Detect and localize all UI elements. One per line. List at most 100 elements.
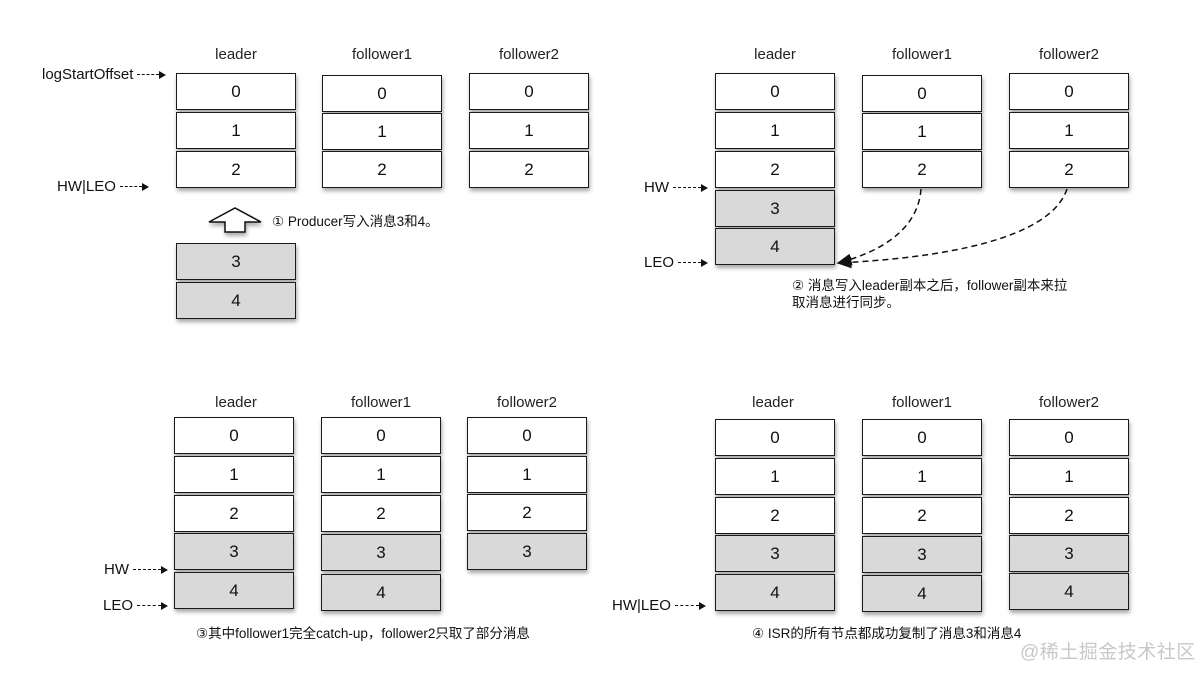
marker-label: HW|LEO <box>612 597 671 614</box>
follower1-cell: 2 <box>321 495 441 532</box>
dashed-line <box>137 605 162 606</box>
dashed-line <box>137 74 160 75</box>
leader-cell: 2 <box>176 151 296 188</box>
follower2-cell: 0 <box>467 417 587 454</box>
leader-cell: 4 <box>715 228 835 265</box>
follower1-cell: 2 <box>322 151 442 188</box>
column-label-follower2: follower2 <box>1038 394 1100 411</box>
follower2-cell: 2 <box>469 151 589 188</box>
arrow-right-icon <box>701 183 708 192</box>
follower1-cell: 4 <box>862 575 982 612</box>
follower1-cell: 4 <box>321 574 441 611</box>
column-label-follower1: follower1 <box>891 394 953 411</box>
marker-label: LEO <box>103 597 134 614</box>
pending-message-cell: 4 <box>176 282 296 319</box>
dashed-line <box>133 569 161 570</box>
follower2-cell: 1 <box>1009 458 1129 495</box>
follower1-cell: 1 <box>321 456 441 493</box>
arrow-right-icon <box>161 565 168 574</box>
dashed-line <box>119 186 142 187</box>
fetch-arrow-follower1 <box>836 188 922 266</box>
column-label-follower1: follower1 <box>351 46 413 63</box>
caption-step2: ② 消息写入leader副本之后，follower副本来拉 取消息进行同步。 <box>792 277 1067 311</box>
follower1-cell: 2 <box>862 151 982 188</box>
leader-cell: 0 <box>715 419 835 456</box>
leader-cell: 4 <box>715 574 835 611</box>
follower1-cell: 2 <box>862 497 982 534</box>
column-label-follower1: follower1 <box>891 46 953 63</box>
follower1-cell: 0 <box>862 419 982 456</box>
log-start-offset-marker: logStartOffset <box>42 66 167 83</box>
produce-up-arrow-icon <box>208 207 262 233</box>
leader-cell: 2 <box>715 151 835 188</box>
arrow-right-icon <box>141 182 149 191</box>
hw-marker: HW <box>644 179 708 196</box>
arrow-right-icon <box>159 70 167 79</box>
caption-step3: ③其中follower1完全catch-up，follower2只取了部分消息 <box>196 626 530 641</box>
follower2-cell: 1 <box>1009 112 1129 149</box>
hw-leo-marker: HW|LEO <box>57 178 149 195</box>
dashed-line <box>673 187 701 188</box>
follower2-cell: 1 <box>469 112 589 149</box>
arrow-right-icon <box>698 601 706 610</box>
leader-cell: 1 <box>715 458 835 495</box>
leader-cell: 0 <box>174 417 294 454</box>
follower2-cell: 2 <box>467 494 587 531</box>
leader-cell: 2 <box>715 497 835 534</box>
marker-label: HW <box>644 179 669 196</box>
follower1-cell: 1 <box>862 458 982 495</box>
follower2-cell: 0 <box>469 73 589 110</box>
hw-leo-marker: HW|LEO <box>612 597 706 614</box>
follower2-cell: 3 <box>1009 535 1129 572</box>
dashed-line <box>674 605 699 606</box>
follower1-cell: 0 <box>321 417 441 454</box>
fetch-arrow-follower2 <box>836 188 1068 269</box>
follower2-cell: 2 <box>1009 151 1129 188</box>
column-label-leader: leader <box>215 394 257 411</box>
follower1-cell: 0 <box>862 75 982 112</box>
column-label-leader: leader <box>215 46 257 63</box>
column-label-leader: leader <box>754 46 796 63</box>
column-label-leader: leader <box>752 394 794 411</box>
marker-label: HW|LEO <box>57 178 116 195</box>
pending-message-cell: 3 <box>176 243 296 280</box>
follower2-cell: 2 <box>1009 497 1129 534</box>
leader-cell: 1 <box>715 112 835 149</box>
caption-step1: ① Producer写入消息3和4。 <box>272 214 439 229</box>
column-label-follower2: follower2 <box>498 46 560 63</box>
column-label-follower2: follower2 <box>1038 46 1100 63</box>
column-label-follower2: follower2 <box>496 394 558 411</box>
follower1-cell: 1 <box>862 113 982 150</box>
watermark: @稀土掘金技术社区 <box>1020 642 1196 663</box>
follower1-cell: 3 <box>321 534 441 571</box>
leader-cell: 1 <box>176 112 296 149</box>
leader-cell: 0 <box>176 73 296 110</box>
leader-cell: 3 <box>715 190 835 227</box>
caption-step4: ④ ISR的所有节点都成功复制了消息3和消息4 <box>752 626 1022 641</box>
column-label-follower1: follower1 <box>350 394 412 411</box>
leo-marker: LEO <box>644 254 709 271</box>
marker-label: HW <box>104 561 129 578</box>
follower2-cell: 3 <box>467 533 587 570</box>
arrow-right-icon <box>701 258 709 267</box>
hw-marker: HW <box>104 561 168 578</box>
follower2-cell: 1 <box>467 456 587 493</box>
marker-label: LEO <box>644 254 675 271</box>
arrow-right-icon <box>161 601 169 610</box>
follower2-cell: 0 <box>1009 73 1129 110</box>
caption-line: 取消息进行同步。 <box>792 295 900 310</box>
follower1-cell: 3 <box>862 536 982 573</box>
marker-label: logStartOffset <box>42 66 134 83</box>
follower2-cell: 4 <box>1009 573 1129 610</box>
dashed-line <box>678 262 702 263</box>
caption-line: ② 消息写入leader副本之后，follower副本来拉 <box>792 278 1068 293</box>
leader-cell: 3 <box>715 535 835 572</box>
leader-cell: 3 <box>174 533 294 570</box>
leader-cell: 2 <box>174 495 294 532</box>
follower1-cell: 0 <box>322 75 442 112</box>
leader-cell: 1 <box>174 456 294 493</box>
follower1-cell: 1 <box>322 113 442 150</box>
leo-marker: LEO <box>103 597 169 614</box>
leader-cell: 0 <box>715 73 835 110</box>
